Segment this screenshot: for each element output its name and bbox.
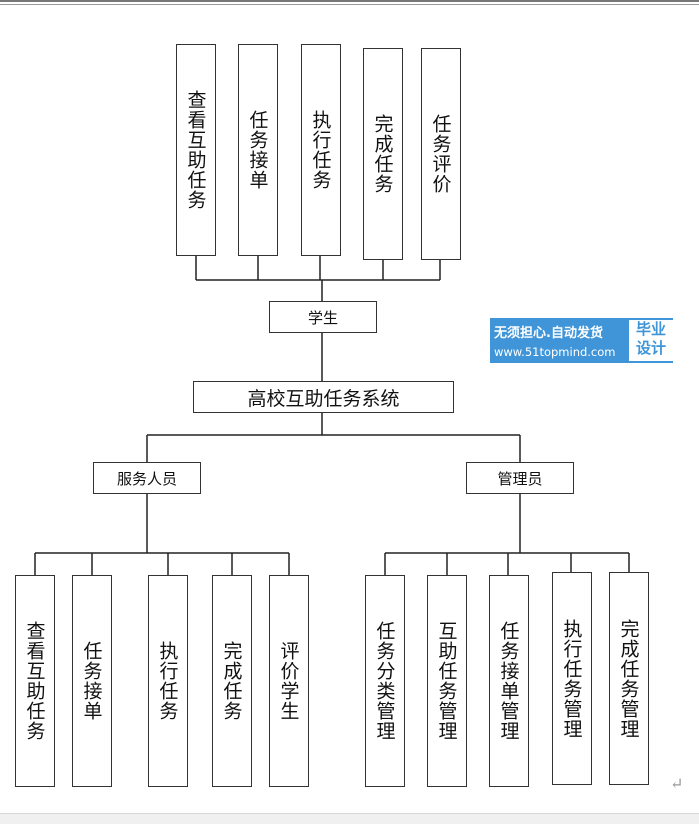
student-function-box: 完成任务 [363,48,403,260]
watermark-badge-label: 毕业设计 [629,320,673,361]
service-function-box: 执行任务 [148,575,188,787]
student-node: 学生 [269,301,377,333]
node-label: 管理员 [497,469,543,488]
service-function-box: 查看互助任务 [15,575,55,787]
box-label: 执行任务 [309,110,332,190]
watermark-slogan: 无须担心.自动发货 [494,326,603,341]
box-label: 查看互助任务 [184,90,207,210]
box-label: 完成任务 [371,114,394,194]
watermark-badge: 无须担心.自动发货 www.51topmind.com 毕业设计 [490,318,673,363]
node-label: 学生 [307,308,338,327]
node-label: 高校互助任务系统 [247,387,400,410]
box-label: 执行任务 [156,641,179,721]
node-label: 服务人员 [116,469,177,488]
top-border [0,0,699,5]
paragraph-mark-icon: ↵ [670,774,684,793]
box-label: 任务接单 [246,110,269,190]
box-label: 完成任务 [220,641,243,721]
box-label: 任务接单管理 [497,621,520,741]
box-label: 完成任务管理 [617,618,640,739]
box-label: 互助任务管理 [435,621,458,741]
system-title-node: 高校互助任务系统 [193,381,454,413]
student-function-box: 查看互助任务 [176,44,216,256]
box-label: 评价学生 [277,641,300,721]
box-label: 执行任务管理 [560,618,583,739]
admin-function-box: 互助任务管理 [427,575,467,787]
box-label: 任务评价 [429,114,452,194]
service-function-box: 完成任务 [212,575,252,787]
student-function-box: 执行任务 [301,44,341,256]
box-label: 任务分类管理 [373,621,396,741]
box-label: 任务接单 [80,641,103,721]
watermark-url: www.51topmind.com [494,345,616,359]
service-function-box: 任务接单 [72,575,112,787]
student-function-box: 任务评价 [421,48,461,260]
admin-function-box: 执行任务管理 [552,572,592,785]
student-function-box: 任务接单 [238,44,278,256]
bottom-bar [0,813,699,824]
admin-function-box: 完成任务管理 [609,572,649,785]
service-function-box: 评价学生 [269,575,309,787]
service-staff-node: 服务人员 [93,462,201,494]
admin-function-box: 任务接单管理 [489,575,529,787]
box-label: 查看互助任务 [23,621,46,741]
admin-node: 管理员 [466,462,574,494]
admin-function-box: 任务分类管理 [365,575,405,787]
